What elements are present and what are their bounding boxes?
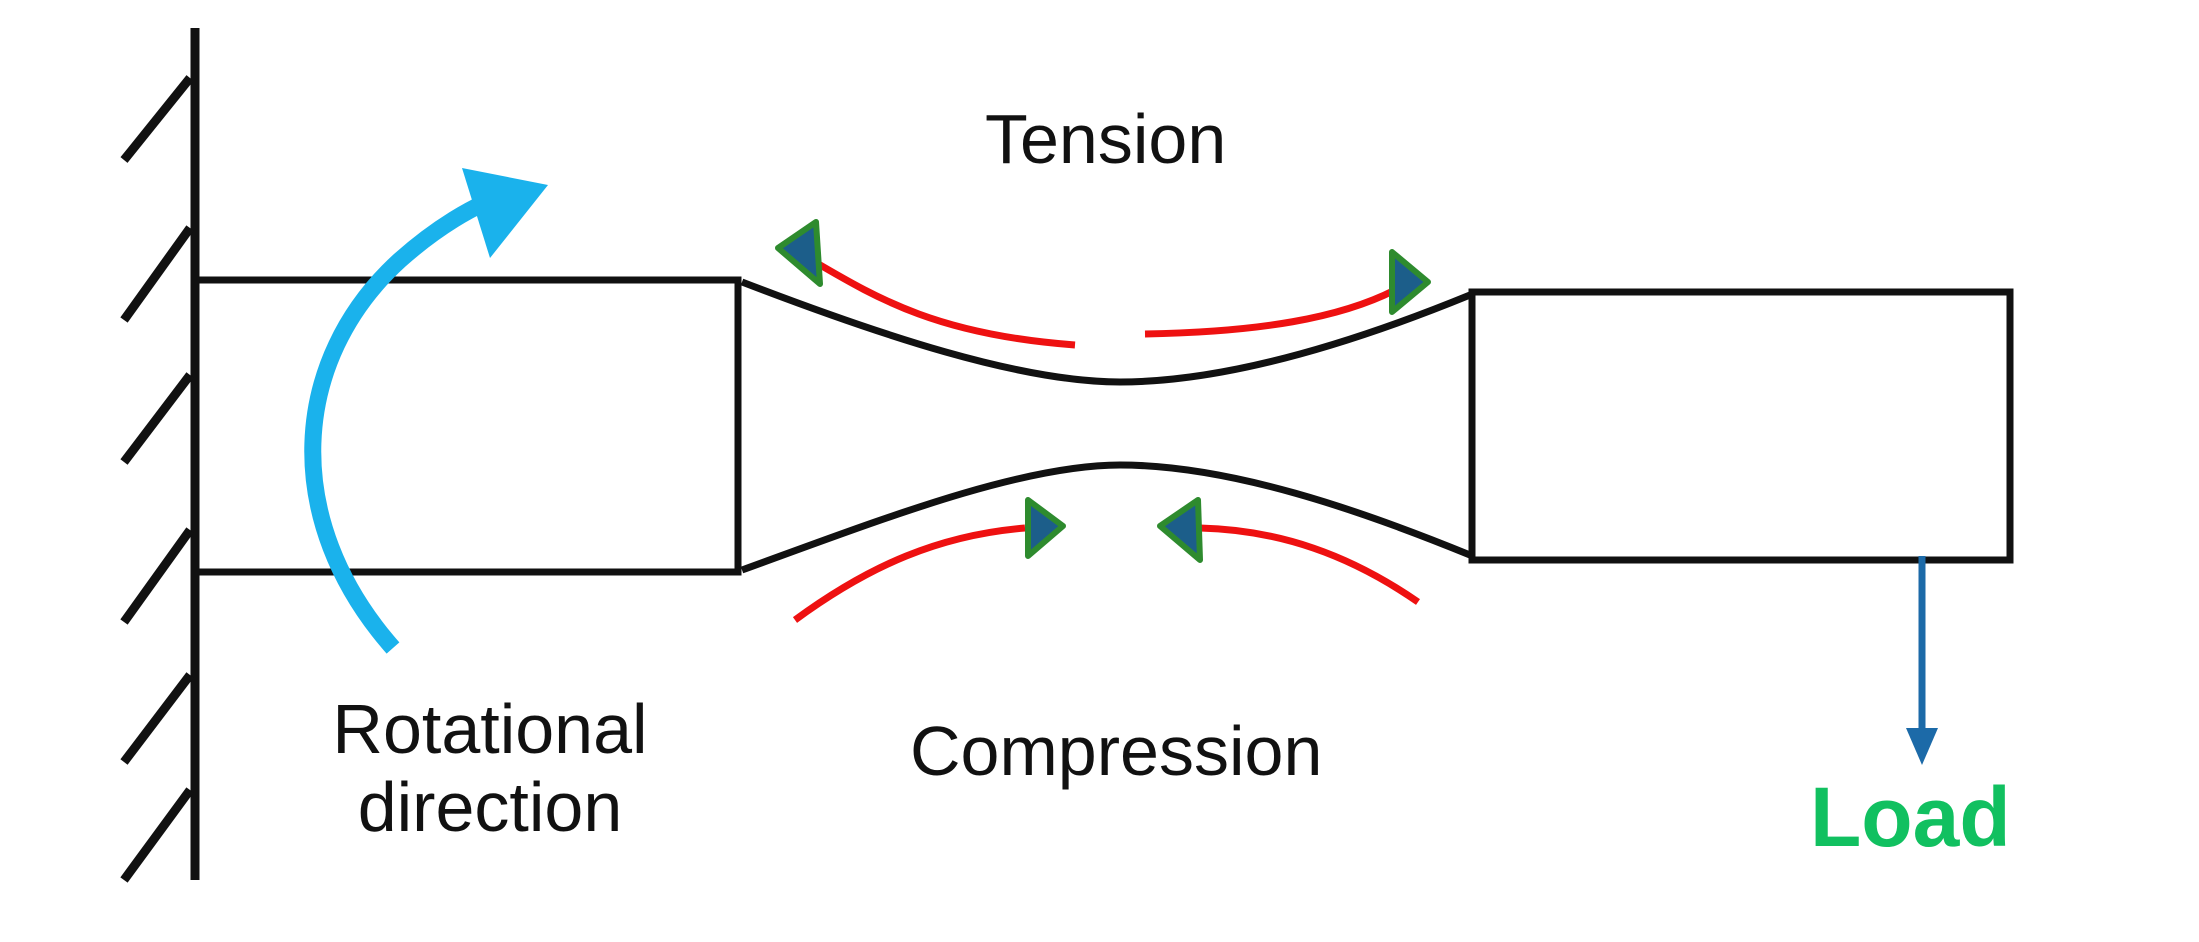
compression-arrow-left: [792, 524, 1026, 623]
load-arrow-icon: [1906, 556, 1938, 765]
fixed-wall-support: [120, 28, 200, 883]
compression-arrow-right: [1199, 524, 1420, 605]
tension-arrow-right: [1144, 286, 1397, 338]
compression-arrowhead-left-icon: [1025, 497, 1066, 559]
neck-bottom-edge: [740, 461, 1472, 574]
rotational-label-line1: Rotational: [332, 690, 648, 768]
tension-arrow-left: [813, 258, 1076, 349]
neck-top-edge: [740, 278, 1472, 386]
beam-right-section: [1468, 288, 2014, 564]
beam-left-section: [198, 276, 742, 576]
wall-hatch: [120, 672, 194, 765]
tension-label: Tension: [985, 100, 1227, 178]
wall-hatch: [120, 787, 194, 883]
compression-label: Compression: [910, 712, 1323, 790]
wall-hatch: [120, 527, 194, 625]
tension-arrowhead-right-icon: [1389, 249, 1431, 315]
tension-arrowhead-left-icon: [775, 219, 823, 287]
rotational-label-line2: direction: [357, 768, 623, 847]
compression-arrowhead-right-icon: [1157, 497, 1203, 563]
compression-arrows: [792, 497, 1420, 623]
beam: [198, 276, 2014, 576]
wall-hatch: [120, 75, 194, 163]
load-label: Load: [1810, 770, 2011, 864]
rotational-direction-label: Rotational direction: [220, 690, 760, 847]
rotation-arrow-icon: [304, 168, 548, 654]
tension-arrows: [775, 219, 1431, 349]
wall-hatch: [120, 372, 194, 465]
wall-hatch: [120, 225, 194, 323]
